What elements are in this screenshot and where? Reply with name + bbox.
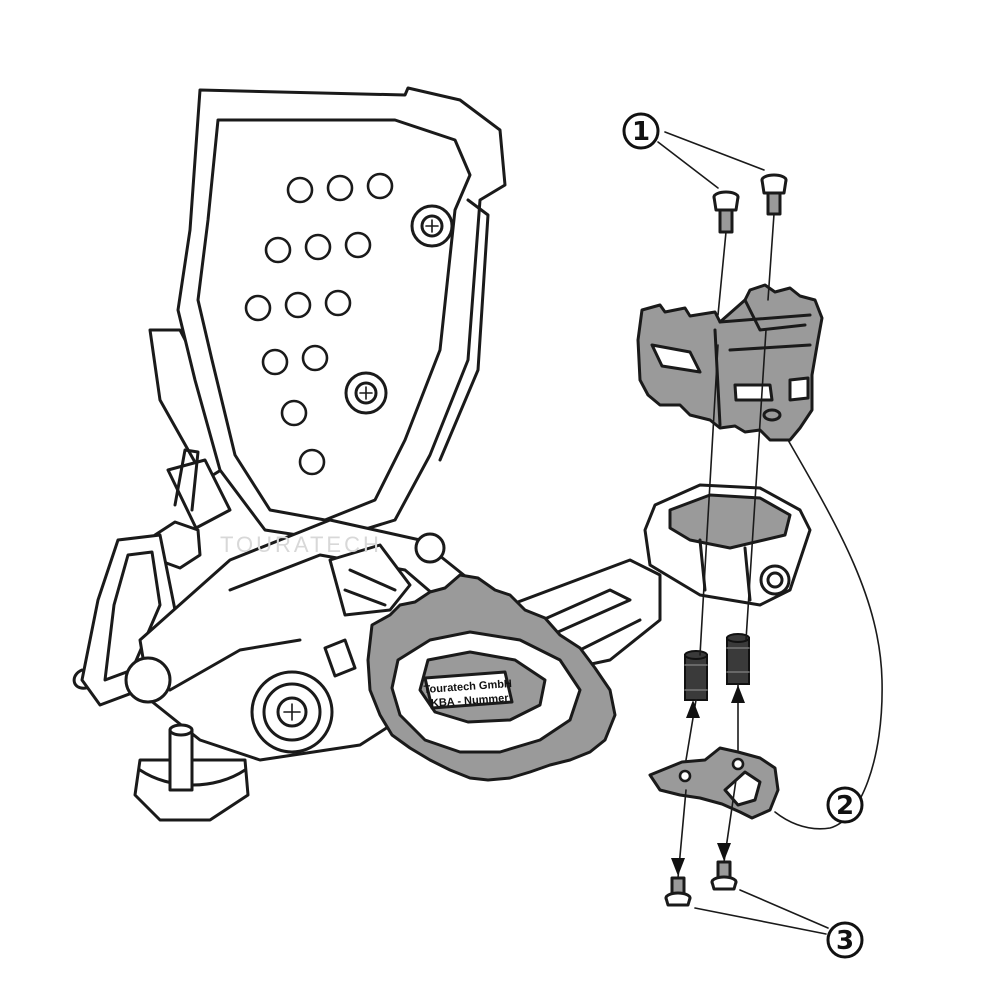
callout-2: 2 (826, 786, 864, 824)
lower-bolt-left (664, 876, 692, 907)
safety-cable (774, 439, 883, 830)
arrow-down-right (717, 843, 731, 861)
spacer-left (684, 650, 708, 701)
base-plate (648, 746, 780, 820)
footpeg-pivot-boss (250, 670, 334, 754)
footpeg: Touratech GmbH KBA - Nummer (366, 573, 617, 782)
spacer-right (726, 633, 750, 685)
riser-bracket (636, 283, 824, 442)
brand-plate: Touratech GmbH KBA - Nummer (423, 670, 514, 710)
callout-2-label: 2 (836, 791, 854, 821)
peg-mount-block (643, 483, 812, 607)
arrow-up-right (731, 685, 745, 703)
exploded-parts (636, 173, 883, 907)
brand-plate-line2: KBA - Nummer (431, 692, 510, 709)
lower-bolt-right (710, 860, 738, 891)
watermark: TOURATECH (220, 532, 382, 557)
arrow-down-left (671, 858, 685, 876)
callout-1: 1 (622, 112, 765, 189)
upper-bolt-right (760, 173, 788, 216)
arrow-up-left (686, 700, 700, 718)
perforation-holes (244, 172, 394, 476)
callout-1-label: 1 (632, 117, 650, 147)
frame-bracket-assembly: Touratech GmbH KBA - Nummer TOURATECH (72, 86, 662, 822)
plate-bolt-lower (344, 371, 388, 415)
heel-guard-plate (176, 86, 507, 542)
callout-3-label: 3 (836, 926, 854, 956)
upper-bolt-left (712, 190, 740, 234)
callout-3: 3 (694, 889, 864, 959)
plate-bolt-upper (410, 204, 454, 248)
